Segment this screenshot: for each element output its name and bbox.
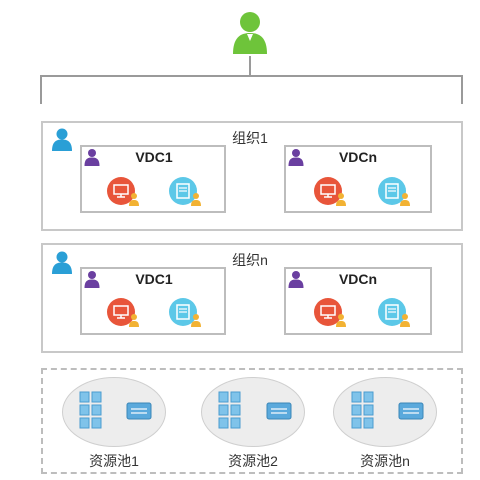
vdc-title: VDCn <box>338 271 378 287</box>
vdc-admin-icon <box>84 271 100 288</box>
organization-title: 组织1 <box>232 130 268 146</box>
organization-title: 组织n <box>232 252 268 268</box>
vdc-box <box>80 267 226 335</box>
storage-icon <box>169 298 201 327</box>
vdc-admin-icon <box>288 149 304 166</box>
server-cluster-icon <box>79 391 102 429</box>
virtual-machine-icon <box>107 298 139 327</box>
resource-pool-label: 资源池2 <box>228 453 278 469</box>
vdc-title: VDC1 <box>135 271 173 287</box>
virtual-machine-icon <box>107 177 139 206</box>
virtual-machine-icon <box>314 298 346 327</box>
top-user-icon <box>233 12 267 54</box>
storage-icon <box>169 177 201 206</box>
network-switch-icon <box>266 402 292 420</box>
vdc-title: VDC1 <box>135 149 173 165</box>
storage-icon <box>378 177 410 206</box>
server-cluster-icon <box>351 391 374 429</box>
network-switch-icon <box>126 402 152 420</box>
network-switch-icon <box>398 402 424 420</box>
storage-icon <box>378 298 410 327</box>
server-cluster-icon <box>218 391 241 429</box>
resource-pool-region <box>41 368 463 474</box>
org-admin-icon <box>52 128 72 151</box>
resource-pool-label: 资源池1 <box>89 453 139 469</box>
org-admin-icon <box>52 251 72 274</box>
resource-pool-label: 资源池n <box>360 453 410 469</box>
vdc-box <box>80 145 226 213</box>
virtual-machine-icon <box>314 177 346 206</box>
hierarchy-bracket <box>40 56 463 104</box>
vdc-admin-icon <box>288 271 304 288</box>
resource-pool <box>201 377 305 447</box>
vdc-title: VDCn <box>338 149 378 165</box>
vdc-admin-icon <box>84 149 100 166</box>
